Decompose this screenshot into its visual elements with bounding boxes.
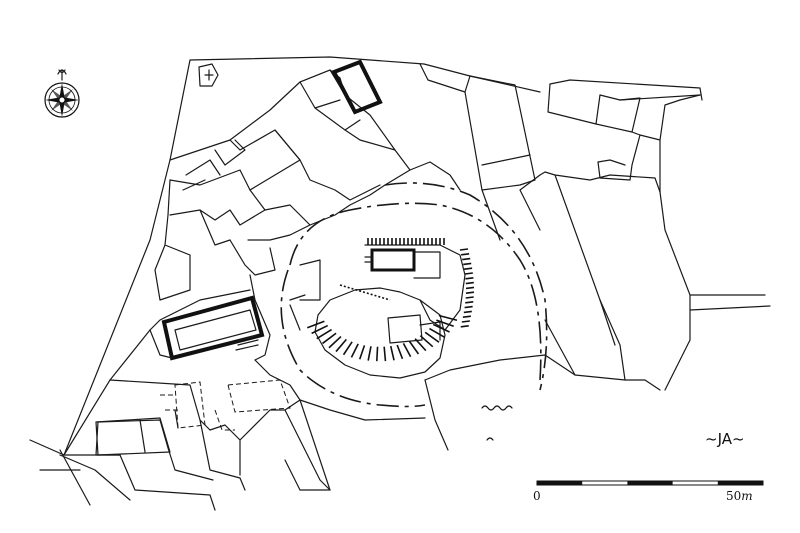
- scale-end-label: 50m: [726, 489, 753, 503]
- buildings-northwest: [149, 69, 461, 361]
- scale-start-label: 0: [533, 489, 541, 503]
- buildings-south: [95, 359, 331, 491]
- castle-mound: [289, 244, 466, 379]
- slope-hatching: [307, 238, 475, 362]
- buildings-northeast: [419, 63, 701, 193]
- dashed-enceinte: [280, 182, 548, 408]
- chapel-cross-icon: [198, 63, 219, 87]
- keep-building: [364, 248, 441, 279]
- water-marks: [481, 405, 513, 441]
- artist-signature: ~JA~: [705, 430, 745, 448]
- scale-segment: [627, 481, 673, 485]
- scale-segment: [717, 481, 763, 485]
- scale-segment: [537, 481, 583, 485]
- compass-rose-icon: [44, 69, 80, 118]
- scale-bar: 0 50m: [533, 480, 764, 503]
- street-outline: [29, 56, 771, 511]
- highlighted-buildings: [149, 59, 383, 361]
